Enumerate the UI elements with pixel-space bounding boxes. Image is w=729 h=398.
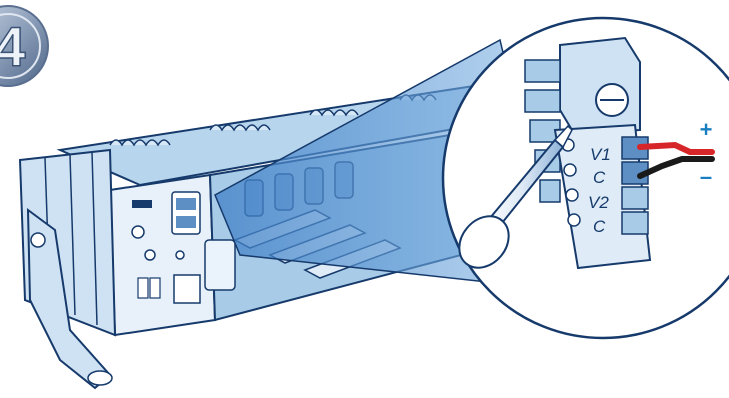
pin-label-v2: V2 xyxy=(588,193,609,212)
step-badge: 4 xyxy=(0,6,48,86)
negative-sign: – xyxy=(700,164,712,189)
pin-label-c1: C xyxy=(593,168,606,187)
step-number: 4 xyxy=(0,15,26,78)
positive-sign: + xyxy=(700,117,713,142)
pin-label-c2: C xyxy=(593,217,606,236)
pin-label-v1: V1 xyxy=(590,145,611,164)
